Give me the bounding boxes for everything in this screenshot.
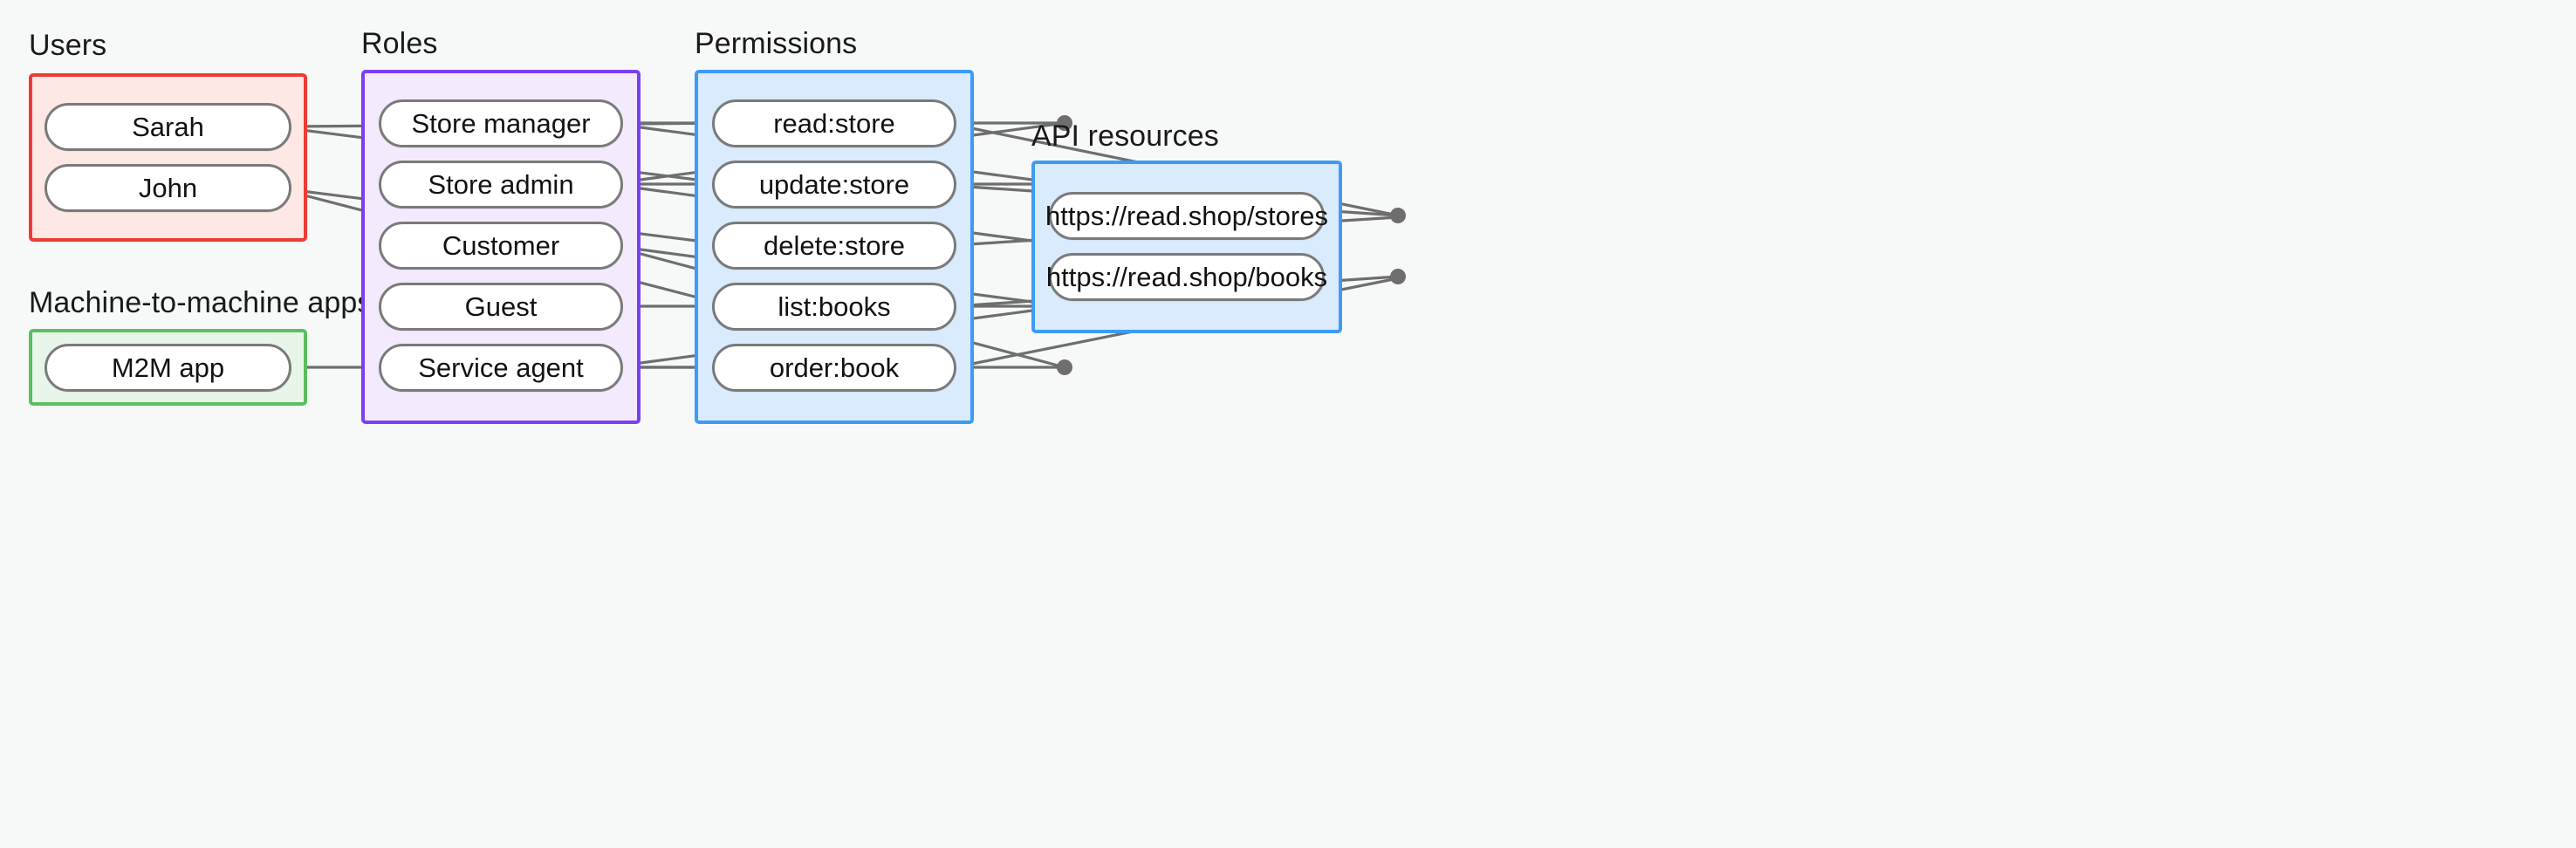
group-label-permissions: Permissions — [695, 27, 858, 60]
node-label-guest: Guest — [464, 291, 538, 322]
node-label-resource-books: https://read.shop/books — [1045, 261, 1328, 292]
node-label-read-store: read:store — [773, 107, 895, 139]
node-list-books[interactable]: list:books — [712, 283, 956, 331]
node-label-john: John — [138, 172, 198, 203]
node-label-customer: Customer — [442, 229, 560, 261]
port-dot-order-book — [1057, 359, 1072, 375]
port-dot-res-books — [1390, 269, 1406, 284]
node-label-update-store: update:store — [758, 168, 910, 200]
node-label-order-book: order:book — [769, 352, 900, 383]
node-label-resource-stores: https://read.shop/stores — [1045, 200, 1328, 231]
node-label-store-manager: Store manager — [411, 107, 591, 139]
node-store-admin[interactable]: Store admin — [379, 161, 623, 209]
group-label-m2m: Machine-to-machine apps — [29, 286, 373, 319]
node-sarah[interactable]: Sarah — [45, 103, 291, 151]
group-label-users: Users — [29, 29, 107, 62]
node-read-store[interactable]: read:store — [712, 99, 956, 147]
node-resource-books[interactable]: https://read.shop/books — [1045, 253, 1328, 301]
node-store-manager[interactable]: Store manager — [379, 99, 623, 147]
group-box-users — [29, 73, 307, 242]
group-label-api-resources: API resources — [1031, 120, 1219, 153]
node-m2m-app[interactable]: M2M app — [45, 344, 291, 392]
node-label-service-agent: Service agent — [418, 352, 584, 383]
node-resource-stores[interactable]: https://read.shop/stores — [1045, 192, 1328, 240]
node-guest[interactable]: Guest — [379, 283, 623, 331]
node-label-m2m-app: M2M app — [111, 352, 225, 383]
port-dot-res-stores — [1390, 208, 1406, 223]
node-label-store-admin: Store admin — [428, 168, 574, 200]
node-update-store[interactable]: update:store — [712, 161, 956, 209]
node-label-delete-store: delete:store — [764, 229, 905, 261]
node-label-list-books: list:books — [778, 291, 891, 322]
group-box-api-resources — [1031, 161, 1342, 333]
node-delete-store[interactable]: delete:store — [712, 222, 956, 270]
node-john[interactable]: John — [45, 164, 291, 212]
node-label-sarah: Sarah — [132, 111, 204, 142]
node-service-agent[interactable]: Service agent — [379, 344, 623, 392]
group-label-roles: Roles — [361, 27, 438, 60]
node-customer[interactable]: Customer — [379, 222, 623, 270]
node-order-book[interactable]: order:book — [712, 344, 956, 392]
